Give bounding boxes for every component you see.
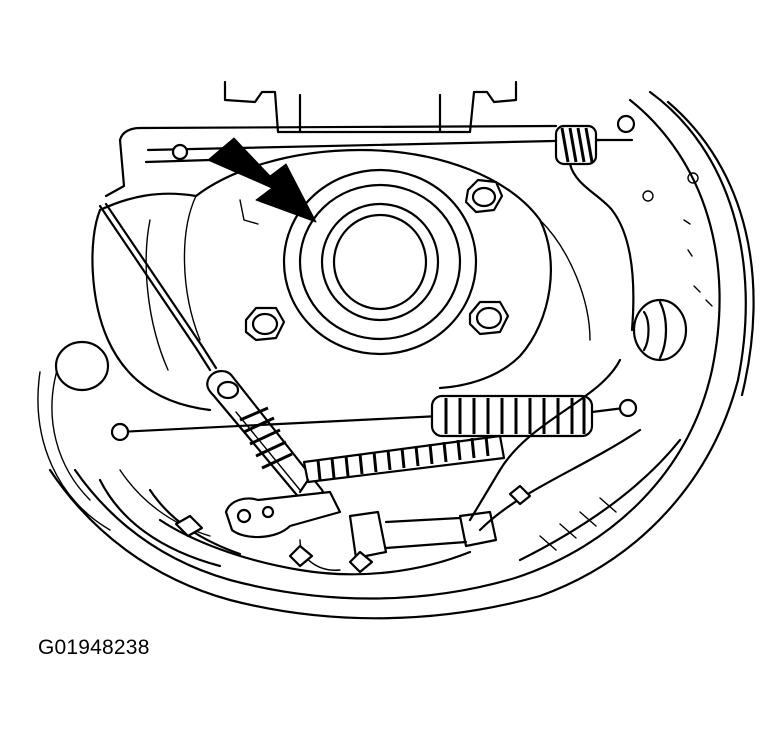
bolt-lower-right	[468, 300, 510, 336]
right-brake-shoe	[468, 358, 682, 562]
backing-plate-body	[91, 148, 591, 412]
adjuster-spring	[110, 394, 638, 442]
adjuster-plug	[632, 298, 688, 362]
adjuster-screw	[302, 434, 506, 484]
top-bracket	[104, 80, 636, 198]
bolt-upper-right	[464, 178, 504, 214]
inspection-plug	[54, 340, 110, 392]
parking-brake-cable	[98, 202, 218, 372]
pointer-arrow-icon	[207, 137, 317, 223]
brake-backing-plate-diagram	[37, 80, 755, 620]
mounting-bolts	[244, 178, 510, 342]
upper-return-spring	[554, 124, 635, 332]
axle-hub	[282, 168, 478, 356]
rim-holes	[642, 172, 713, 307]
parking-brake-lever	[206, 370, 325, 509]
left-brake-shoe	[98, 469, 222, 568]
bolt-lower-left	[244, 306, 286, 342]
adjusting-lever	[224, 478, 342, 539]
figure-id-label: G01948238	[38, 636, 150, 659]
backing-plate-rim	[37, 90, 755, 620]
lower-brake-hardware	[148, 488, 498, 576]
